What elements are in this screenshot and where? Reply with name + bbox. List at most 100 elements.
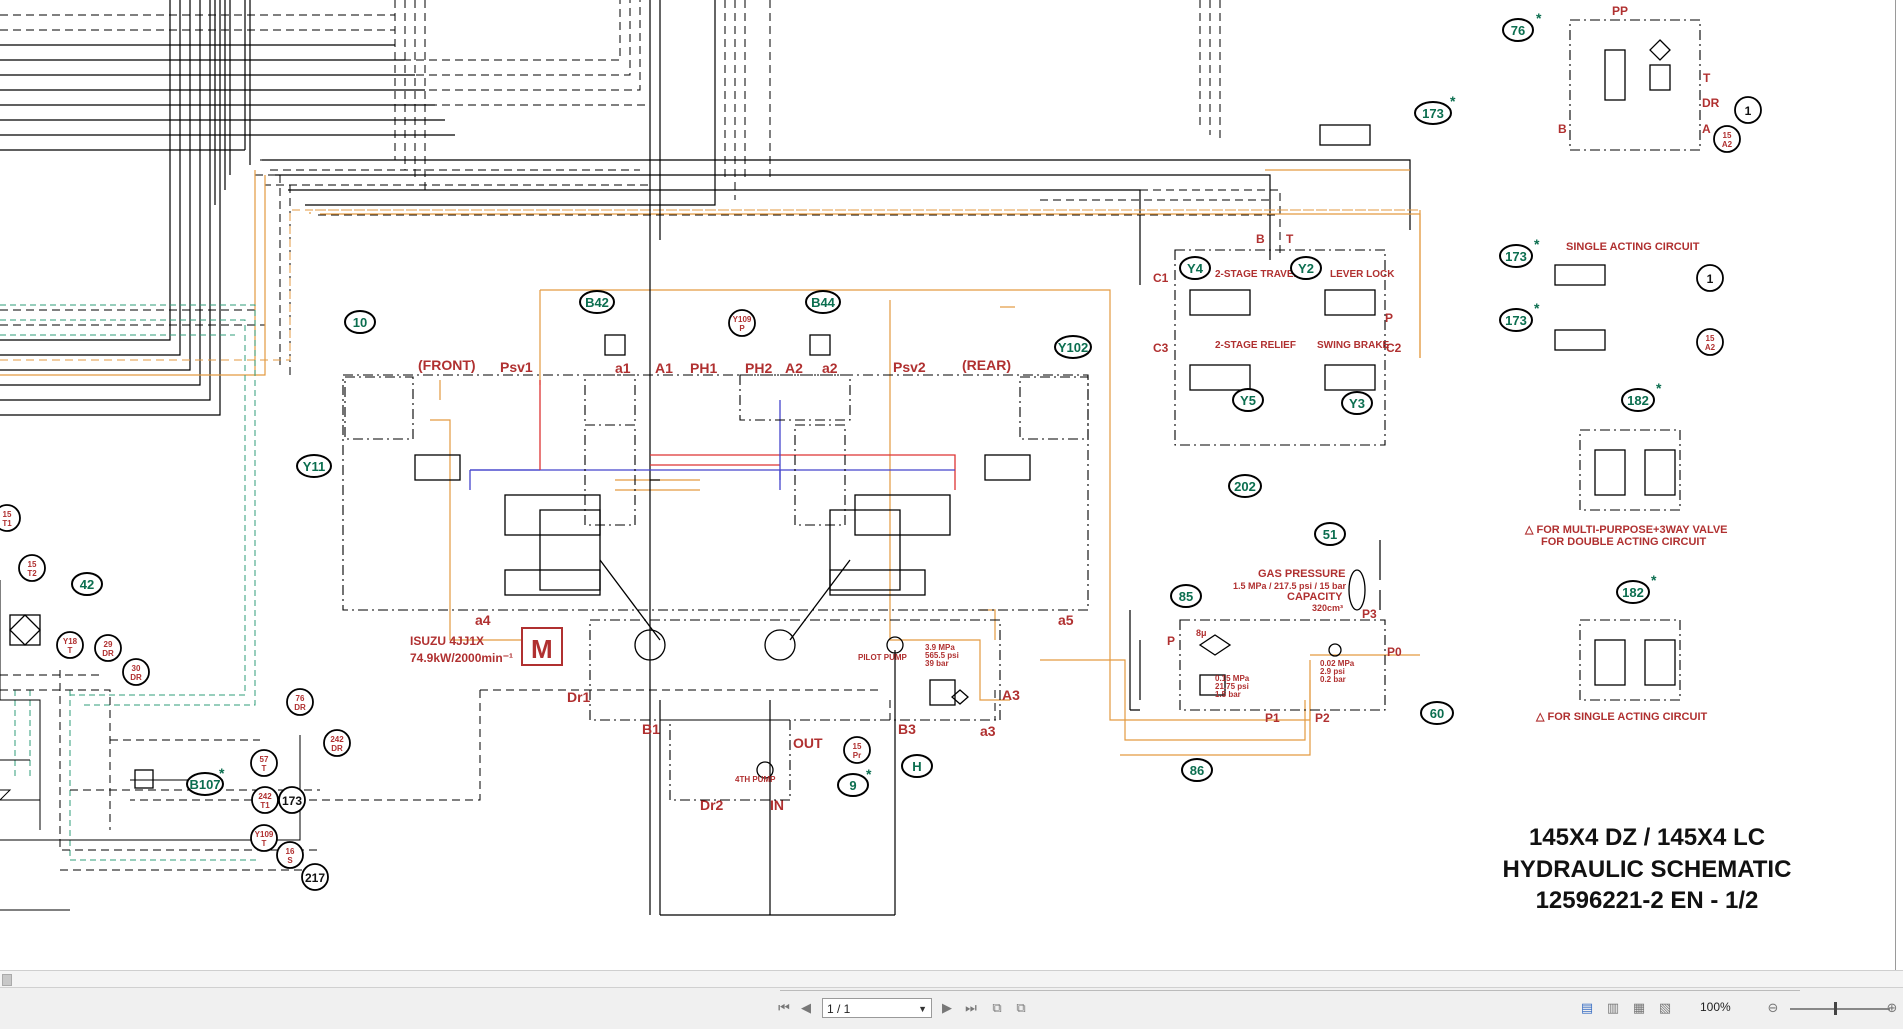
document-view[interactable]: (FRONT) Psv1 (REAR) Psv2 a1 A1 PH1 PH2 A… xyxy=(0,0,1896,970)
port-A3: A3 xyxy=(1002,687,1020,703)
svg-text:15: 15 xyxy=(853,742,862,751)
engine-motor-symbol: M xyxy=(531,634,553,664)
svg-text:Pr: Pr xyxy=(853,751,861,760)
note-single-acting: △ FOR SINGLE ACTING CIRCUIT xyxy=(1535,711,1707,723)
label-2stage-travel: 2-STAGE TRAVEL xyxy=(1215,269,1300,280)
svg-text:16: 16 xyxy=(286,847,295,856)
label-pilot-pump: PILOT PUMP xyxy=(858,653,908,662)
psv1-label: Psv1 xyxy=(500,359,533,375)
svg-text:1: 1 xyxy=(1707,272,1714,286)
svg-text:DR: DR xyxy=(102,649,114,658)
svg-text:Y102: Y102 xyxy=(1058,340,1088,355)
svg-text:30: 30 xyxy=(132,664,141,673)
label-2stage-relief: 2-STAGE RELIEF xyxy=(1215,340,1296,351)
zoom-slider[interactable] xyxy=(1790,1008,1890,1010)
port-a2: a2 xyxy=(822,360,838,376)
svg-text:15: 15 xyxy=(1706,334,1715,343)
label-gas-pressure: GAS PRESSURE xyxy=(1258,568,1345,580)
port-T: T xyxy=(1286,232,1294,246)
zoom-level[interactable]: 100% xyxy=(1700,1000,1731,1014)
label-gas-pressure-value: 1.5 MPa / 217.5 psi / 15 bar xyxy=(1233,581,1347,591)
svg-text:T2: T2 xyxy=(27,569,37,578)
port-a5: a5 xyxy=(1058,612,1074,628)
front-label: (FRONT) xyxy=(418,357,476,373)
label-check6: 0.2 bar xyxy=(1320,675,1346,684)
two-page-view-icon[interactable]: ▦ xyxy=(1630,998,1648,1018)
svg-text:Y4: Y4 xyxy=(1187,261,1204,276)
svg-text:1: 1 xyxy=(1745,104,1752,118)
single-page-view-icon[interactable]: ▤ xyxy=(1578,998,1596,1018)
port-Dr1: Dr1 xyxy=(567,689,591,705)
label-relief3: 39 bar xyxy=(925,659,949,668)
port-OUT: OUT xyxy=(793,735,823,751)
psv2-label: Psv2 xyxy=(893,359,926,375)
horizontal-scrollbar[interactable] xyxy=(0,970,1903,987)
port-a3: a3 xyxy=(980,723,996,739)
port-C3: C3 xyxy=(1153,341,1169,355)
svg-text:H: H xyxy=(912,759,921,774)
svg-text:182: 182 xyxy=(1627,393,1649,408)
svg-text:T: T xyxy=(262,764,267,773)
last-page-icon[interactable]: ⏭ xyxy=(962,998,980,1018)
svg-text:9: 9 xyxy=(849,778,856,793)
svg-text:85: 85 xyxy=(1179,589,1193,604)
port-B1: B1 xyxy=(642,721,660,737)
svg-text:*: * xyxy=(219,765,225,781)
port-P0: P0 xyxy=(1387,645,1402,659)
port-A: A xyxy=(1702,122,1711,136)
svg-text:DR: DR xyxy=(294,703,306,712)
svg-text:*: * xyxy=(866,766,872,782)
page-number-input[interactable]: 1 / 1 ▼ xyxy=(822,998,932,1018)
next-page-icon[interactable]: ▶ xyxy=(938,998,956,1018)
continuous-view-icon[interactable]: ▥ xyxy=(1604,998,1622,1018)
svg-text:51: 51 xyxy=(1323,527,1337,542)
label-lever-lock: LEVER LOCK xyxy=(1330,269,1395,280)
chevron-down-icon[interactable]: ▼ xyxy=(918,999,927,1019)
svg-text:DR: DR xyxy=(331,744,343,753)
svg-text:217: 217 xyxy=(305,871,325,885)
fit-page-icon[interactable]: ⧉ xyxy=(988,998,1006,1018)
svg-text:T: T xyxy=(68,646,73,655)
port-IN: IN xyxy=(770,797,784,813)
engine-model: ISUZU 4JJ1X xyxy=(410,634,484,648)
note-multi-purpose: △ FOR MULTI-PURPOSE+3WAY VALVE xyxy=(1524,524,1728,536)
label-capacity-value: 320cm³ xyxy=(1312,603,1343,613)
port-a4: a4 xyxy=(475,612,491,628)
svg-text:Y3: Y3 xyxy=(1349,396,1365,411)
svg-text:29: 29 xyxy=(104,640,113,649)
svg-text:Y2: Y2 xyxy=(1298,261,1314,276)
svg-text:15: 15 xyxy=(3,510,12,519)
first-page-icon[interactable]: ⏮ xyxy=(775,998,793,1018)
svg-text:A2: A2 xyxy=(1722,140,1733,149)
page-number-value: 1 / 1 xyxy=(827,1002,850,1016)
previous-page-icon[interactable]: ◀ xyxy=(797,998,815,1018)
svg-text:76: 76 xyxy=(296,694,305,703)
svg-text:*: * xyxy=(1536,10,1542,26)
engine-rating: 74.9kW/2000min⁻¹ xyxy=(410,651,513,665)
svg-text:P: P xyxy=(739,324,745,333)
port-a1: a1 xyxy=(615,360,631,376)
label-swing-brake: SWING BRAKE xyxy=(1317,340,1390,351)
fit-width-icon[interactable]: ⧉ xyxy=(1012,998,1030,1018)
zoom-in-icon[interactable]: ⊕ xyxy=(1883,998,1901,1018)
svg-text:*: * xyxy=(1450,93,1456,109)
svg-text:T: T xyxy=(262,839,267,848)
svg-text:173: 173 xyxy=(1505,249,1527,264)
zoom-slider-thumb[interactable] xyxy=(1834,1002,1837,1015)
port-A1: A1 xyxy=(655,360,673,376)
toolbar-divider xyxy=(780,990,1800,991)
svg-text:*: * xyxy=(1656,380,1662,396)
svg-text:57: 57 xyxy=(260,755,269,764)
svg-text:173: 173 xyxy=(282,794,302,808)
svg-text:173: 173 xyxy=(1505,313,1527,328)
svg-text:15: 15 xyxy=(1723,131,1732,140)
continuous-two-page-icon[interactable]: ▧ xyxy=(1656,998,1674,1018)
scrollbar-thumb[interactable] xyxy=(2,974,12,986)
hydraulic-schematic-drawing: (FRONT) Psv1 (REAR) Psv2 a1 A1 PH1 PH2 A… xyxy=(0,0,1895,970)
svg-text:86: 86 xyxy=(1190,763,1204,778)
svg-text:S: S xyxy=(287,856,293,865)
zoom-out-icon[interactable]: ⊖ xyxy=(1764,998,1782,1018)
svg-text:Y11: Y11 xyxy=(303,459,325,474)
svg-text:B44: B44 xyxy=(811,295,836,310)
port-B3: B3 xyxy=(898,721,916,737)
